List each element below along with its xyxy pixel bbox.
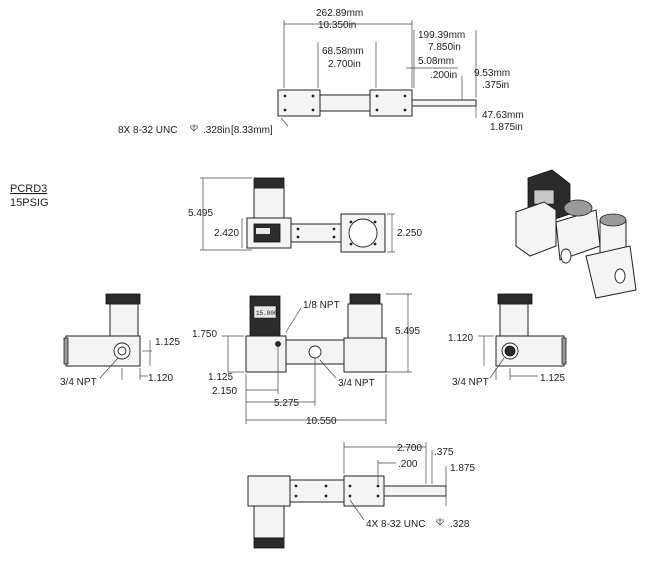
- right-dim-a: 1.120: [448, 333, 473, 344]
- bottom-actuator: [253, 505, 285, 539]
- center-actuator: [347, 303, 383, 339]
- top-tap-depth-mm: [8.33mm]: [231, 125, 273, 136]
- center-cap: [349, 293, 381, 305]
- front-flange-circle: [348, 218, 378, 248]
- front-height: 5.495: [188, 208, 213, 219]
- part-name: PCRD3: [10, 183, 47, 195]
- front-mid-height: 2.420: [214, 228, 239, 239]
- top-offset-mm: 5.08mm: [418, 56, 454, 67]
- bottom-tab: [383, 485, 447, 497]
- center-height: 5.495: [395, 326, 420, 337]
- iso-right-block: [585, 245, 637, 299]
- front-view: 5.495 2.420 2.250: [188, 177, 422, 253]
- right-dim-b: 1.125: [540, 373, 565, 384]
- bottom-left-block: [247, 475, 291, 507]
- bottom-tap-note: 4X 8-32 UNC: [366, 519, 425, 530]
- depth-symbol-icon: [435, 518, 445, 526]
- front-right-height: 2.250: [397, 228, 422, 239]
- left-view: 1.125 1.120 3/4 NPT: [60, 293, 180, 388]
- top-flange-in: 7.850in: [428, 42, 461, 53]
- left-dim-b: 1.120: [148, 373, 173, 384]
- front-actuator: [253, 187, 285, 219]
- top-slot-mm: 68.58mm: [322, 46, 364, 57]
- bottom-tap-depth: .328: [450, 519, 470, 530]
- top-overall-in: 10.350in: [318, 20, 356, 31]
- part-label: PCRD3 15PSIG: [10, 183, 49, 209]
- center-display-text: 15.000: [256, 310, 278, 317]
- center-right-block: [343, 337, 387, 373]
- top-width-mm: 47.63mm: [482, 110, 524, 121]
- center-port-circle: [308, 345, 322, 359]
- center-port: 3/4 NPT: [338, 378, 375, 389]
- top-tab-in: .375in: [482, 80, 509, 91]
- left-cap: [105, 293, 141, 305]
- center-left-block: [245, 335, 287, 373]
- center-port-height: 1.750: [192, 329, 217, 340]
- top-tab: [411, 99, 477, 107]
- top-tab-mm: 9.53mm: [474, 68, 510, 79]
- center-display: [253, 305, 277, 319]
- top-offset-in: .200in: [430, 70, 457, 81]
- bottom-bolt-holes: [294, 484, 380, 498]
- depth-symbol-icon: [189, 124, 199, 132]
- top-view: 262.89mm 10.350in 199.39mm 7.850in 68.58…: [118, 8, 524, 136]
- center-dim-a: 1.125: [208, 372, 233, 383]
- top-right-block: [369, 89, 413, 117]
- iso-view: [515, 169, 637, 299]
- top-tap-note: 8X 8-32 UNC: [118, 125, 177, 136]
- front-bolt-holes: [296, 220, 377, 246]
- left-actuator: [109, 303, 139, 337]
- center-dim-c: 5.275: [274, 398, 299, 409]
- center-gauge-port: 1/8 NPT: [303, 300, 340, 311]
- center-overall: 10.550: [306, 416, 337, 427]
- center-view: 15.000 1/8 NPT 5.495 1.750 1.125 2.150 5…: [192, 293, 420, 427]
- left-dim-a: 1.125: [155, 337, 180, 348]
- iso-left-block: [515, 201, 557, 257]
- center-dim-b: 2.150: [212, 386, 237, 397]
- top-left-block: [277, 89, 321, 117]
- bottom-cap: [253, 537, 285, 549]
- bottom-slot: 2.700: [397, 443, 422, 454]
- right-view: 1.120 1.125 3/4 NPT: [448, 293, 567, 388]
- front-actuator-cap: [253, 177, 285, 189]
- top-width-in: 1.875in: [490, 122, 523, 133]
- bottom-tube: [289, 479, 345, 503]
- top-tube: [319, 94, 371, 112]
- bottom-view: 2.700 .200 .375 1.875 4X 8-32 UNC .328: [247, 442, 475, 549]
- left-port: 3/4 NPT: [60, 377, 97, 388]
- bottom-tab: .375: [434, 447, 454, 458]
- right-actuator: [499, 303, 529, 337]
- right-port: 3/4 NPT: [452, 377, 489, 388]
- top-flange-mm: 199.39mm: [418, 30, 465, 41]
- part-rating: 15PSIG: [10, 197, 49, 209]
- top-slot-in: 2.700in: [328, 59, 361, 70]
- right-cap: [497, 293, 533, 305]
- bottom-offset: .200: [398, 459, 418, 470]
- bottom-width: 1.875: [450, 463, 475, 474]
- front-tube: [290, 223, 342, 243]
- top-overall-mm: 262.89mm: [316, 8, 363, 19]
- iso-cylinder-top: [563, 199, 593, 217]
- top-tap-depth-in: .328in: [203, 125, 230, 136]
- top-bolt-holes: [283, 94, 407, 112]
